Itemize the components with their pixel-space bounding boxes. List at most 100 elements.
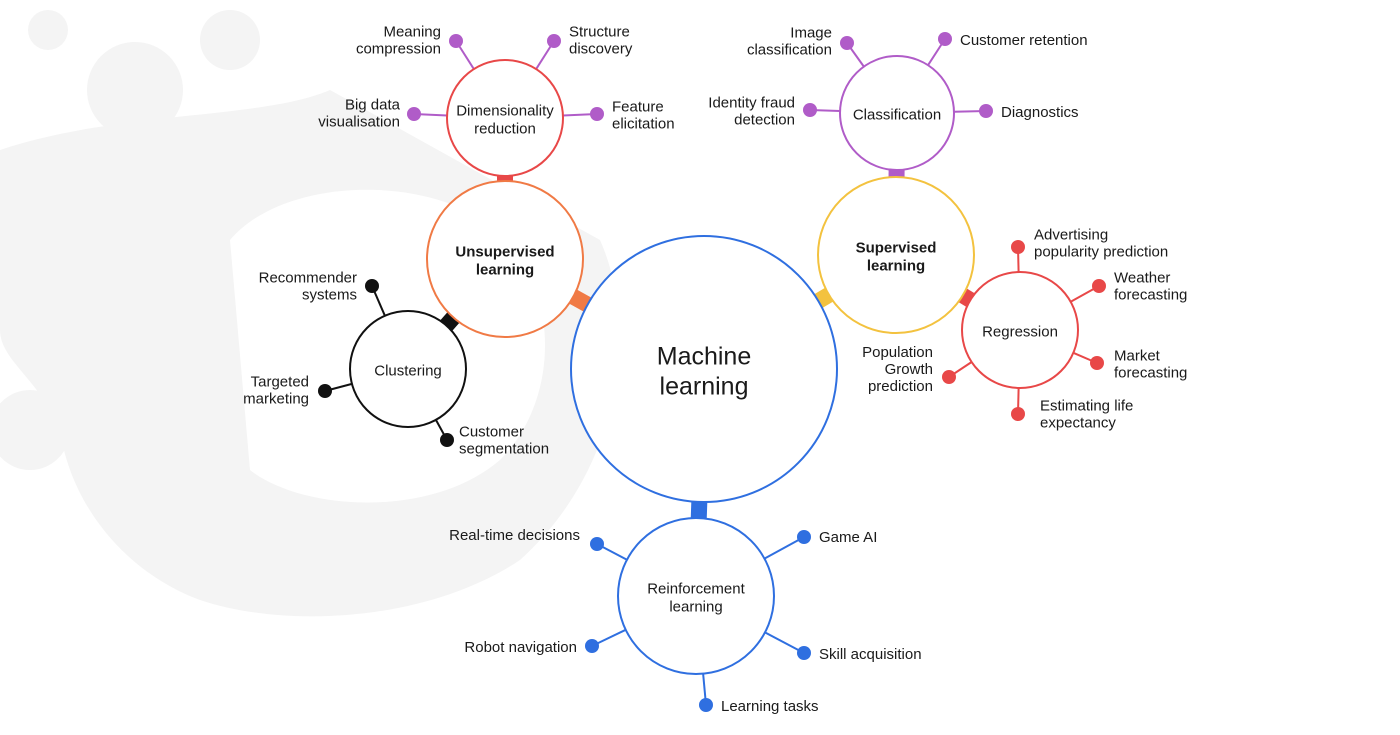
- leaf-real-time-decisions-dot-icon: [590, 537, 604, 551]
- leaf-diagnostics-label-line: Diagnostics: [1001, 104, 1079, 121]
- node-machine-learning-label-line: learning: [660, 373, 749, 401]
- leaf-robot-navigation-label-line: Robot navigation: [464, 639, 577, 656]
- leaf-game-ai-line: [763, 536, 805, 560]
- leaf-market-forecasting-label-line: forecasting: [1114, 364, 1187, 381]
- node-regression: Regression: [961, 271, 1079, 389]
- node-classification-label-line: Classification: [853, 106, 941, 123]
- leaf-meaning-compression-label-line: compression: [356, 40, 441, 57]
- node-unsupervised-learning-circle: [426, 180, 584, 338]
- leaf-feature-elicitation-label-line: Feature: [612, 98, 664, 115]
- node-reinforcement-learning-label-line: learning: [669, 598, 722, 615]
- leaf-population-growth-label-line: Population: [862, 344, 933, 361]
- leaf-identity-fraud-detection-label-line: detection: [734, 111, 795, 128]
- leaf-skill-acquisition-label-line: Skill acquisition: [819, 646, 922, 663]
- leaf-big-data-visualisation-label-line: visualisation: [318, 113, 400, 130]
- leaf-estimating-life-label-line: Estimating life: [1040, 397, 1133, 414]
- node-reinforcement-learning-circle: [617, 517, 775, 675]
- leaf-population-growth-dot-icon: [942, 370, 956, 384]
- connector-ml-reinforcement: [690, 498, 708, 522]
- leaf-identity-fraud-detection-dot-icon: [803, 103, 817, 117]
- leaf-real-time-decisions-label-line: Real-time decisions: [449, 527, 580, 544]
- leaf-customer-retention-label-line: Customer retention: [960, 32, 1088, 49]
- leaf-diagnostics-dot-icon: [979, 104, 993, 118]
- leaf-skill-acquisition: Skill acquisition: [797, 646, 922, 663]
- leaf-big-data-visualisation-label-line: Big data: [345, 96, 401, 113]
- leaf-image-classification-label-line: Image: [790, 24, 832, 41]
- leaf-structure-discovery-dot-icon: [547, 34, 561, 48]
- node-classification: Classification: [839, 55, 955, 171]
- node-supervised-learning-circle: [817, 176, 975, 334]
- node-clustering-circle: [349, 310, 467, 428]
- leaf-skill-acquisition-line: [764, 631, 805, 654]
- leaf-identity-fraud-detection-label-line: Identity fraud: [708, 94, 795, 111]
- leaf-feature-elicitation-dot-icon: [590, 107, 604, 121]
- node-unsupervised-learning-label-line: learning: [476, 261, 534, 278]
- leaf-market-forecasting-dot-icon: [1090, 356, 1104, 370]
- node-dimensionality-reduction-circle: [446, 59, 564, 177]
- node-classification-label: Classification: [853, 106, 941, 123]
- leaf-customer-segmentation-label-line: segmentation: [459, 440, 549, 457]
- leaf-feature-elicitation-label-line: elicitation: [612, 115, 675, 132]
- leaf-advertising-popularity-label-line: Advertising: [1034, 226, 1108, 243]
- leaf-population-growth-label-line: Growth: [885, 361, 933, 378]
- node-dimensionality-reduction-label-line: reduction: [474, 120, 536, 137]
- node-clustering: Clustering: [349, 310, 467, 428]
- node-unsupervised-learning-label-line: Unsupervised: [455, 243, 554, 260]
- leaf-customer-retention-label: Customer retention: [960, 32, 1088, 49]
- node-machine-learning-circle: [570, 235, 838, 503]
- leaf-big-data-visualisation-dot-icon: [407, 107, 421, 121]
- node-supervised-learning-label-line: Supervised: [856, 239, 937, 256]
- node-clustering-label: Clustering: [374, 362, 442, 379]
- node-classification-circle: [839, 55, 955, 171]
- leaf-robot-navigation-dot-icon: [585, 639, 599, 653]
- leaf-learning-tasks-label: Learning tasks: [721, 698, 819, 715]
- node-supervised-learning-label-line: learning: [867, 257, 925, 274]
- node-regression-label: Regression: [982, 323, 1058, 340]
- node-clustering-label-line: Clustering: [374, 362, 442, 379]
- node-reinforcement-learning-label-line: Reinforcement: [647, 580, 745, 597]
- leaf-targeted-marketing-label-line: Targeted: [251, 373, 309, 390]
- leaf-robot-navigation: Robot navigation: [464, 639, 599, 656]
- leaf-meaning-compression-label-line: Meaning: [383, 23, 441, 40]
- node-regression-label-line: Regression: [982, 323, 1058, 340]
- leaf-customer-retention-dot-icon: [938, 32, 952, 46]
- leaf-market-forecasting-label-line: Market: [1114, 347, 1161, 364]
- node-regression-circle: [961, 271, 1079, 389]
- leaf-image-classification-dot-icon: [840, 36, 854, 50]
- leaf-estimating-life-dot-icon: [1011, 407, 1025, 421]
- leaf-structure-discovery-label-line: discovery: [569, 40, 633, 57]
- leaf-estimating-life-label-line: expectancy: [1040, 414, 1116, 431]
- leaf-real-time-decisions: Real-time decisions: [449, 527, 604, 551]
- leaf-advertising-popularity-dot-icon: [1011, 240, 1025, 254]
- leaf-learning-tasks: Learning tasks: [699, 698, 819, 715]
- leaf-recommender-systems-dot-icon: [365, 279, 379, 293]
